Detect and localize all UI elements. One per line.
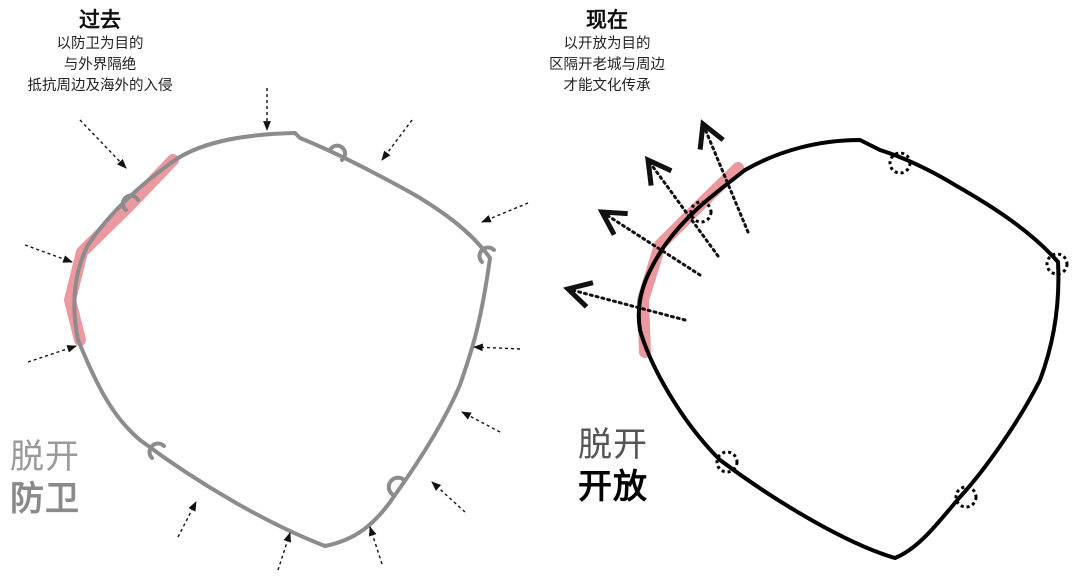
arrow-inward-icon bbox=[27, 345, 77, 363]
arrow-inward-icon bbox=[368, 526, 383, 565]
dashed-ring-gate-icon bbox=[954, 485, 978, 509]
present-line-3: 才能文化传承 bbox=[563, 78, 651, 94]
dashed-ring-gate-icon bbox=[689, 200, 713, 224]
arrow-outward-icon bbox=[568, 289, 687, 322]
present-city-wall bbox=[636, 138, 1061, 560]
arrow-inward-icon bbox=[461, 411, 501, 433]
past-city-wall bbox=[72, 131, 492, 548]
present-header: 现在 以开放为目的 区隔开老城与周边 才能文化传承 bbox=[487, 6, 727, 97]
present-title: 现在 bbox=[586, 8, 628, 32]
present-word-top: 脱开 bbox=[578, 425, 648, 465]
past-line-1: 以防卫为目的 bbox=[56, 36, 144, 52]
past-wall-group bbox=[24, 88, 529, 571]
past-header: 过去 以防卫为目的 与外界隔绝 抵抗周边及海外的入侵 bbox=[0, 6, 220, 97]
arrow-inward-icon bbox=[431, 481, 466, 513]
hook-gate-icon bbox=[328, 143, 348, 162]
past-line-2: 与外界隔绝 bbox=[63, 57, 137, 73]
present-line-1: 以开放为目的 bbox=[563, 36, 651, 52]
present-highlight-segment bbox=[637, 162, 744, 358]
arrow-inward-icon bbox=[277, 532, 292, 571]
dashed-ring-gate-icon bbox=[888, 151, 912, 175]
past-line-3: 抵抗周边及海外的入侵 bbox=[27, 78, 173, 94]
hook-gate-icon bbox=[386, 475, 406, 496]
arrow-inward-icon bbox=[177, 501, 197, 538]
arrow-inward-icon bbox=[473, 343, 521, 352]
present-wall-group bbox=[568, 124, 1069, 560]
past-word-bottom: 防卫 bbox=[10, 479, 80, 519]
past-title: 过去 bbox=[79, 8, 121, 32]
arrow-outward-icon bbox=[703, 124, 750, 234]
hook-gate-icon bbox=[147, 441, 166, 460]
arrow-outward-icon bbox=[648, 160, 720, 258]
present-line-2: 区隔开老城与周边 bbox=[549, 57, 665, 73]
arrow-inward-icon bbox=[381, 119, 413, 161]
arrow-outward-icon bbox=[602, 212, 702, 277]
arrow-inward-icon bbox=[481, 202, 529, 223]
hook-gate-icon bbox=[120, 193, 140, 212]
arrow-inward-icon bbox=[24, 244, 73, 263]
past-word-top: 脱开 bbox=[10, 437, 80, 477]
dashed-ring-gate-icon bbox=[715, 450, 739, 474]
hook-gate-icon bbox=[477, 245, 496, 264]
dashed-ring-gate-icon bbox=[1045, 252, 1069, 276]
present-word-bottom: 开放 bbox=[578, 467, 648, 507]
arrow-inward-icon bbox=[79, 119, 127, 169]
